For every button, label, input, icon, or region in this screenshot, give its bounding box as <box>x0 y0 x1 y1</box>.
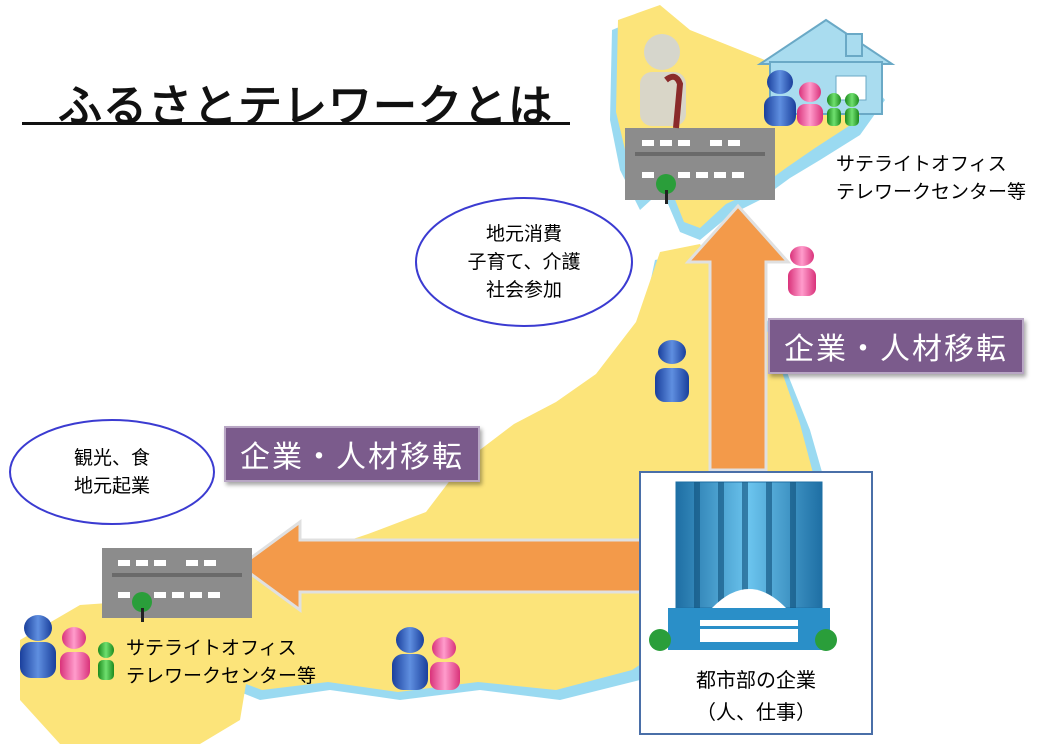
ellipse-west-line: 観光、食 <box>73 447 150 469</box>
family-north-icon <box>764 70 859 126</box>
satellite-west-line2: テレワークセンター等 <box>126 665 317 687</box>
urban-company-frame <box>639 471 873 735</box>
migrant-blue-icon <box>655 340 689 402</box>
title-underline <box>22 122 570 125</box>
ellipse-north-shape <box>415 197 633 327</box>
ellipse-west-line: 地元起業 <box>73 475 150 497</box>
migrant-pink-icon <box>788 246 816 296</box>
relocation-badge-west: 企業・人材移転 <box>224 426 480 482</box>
satellite-west-line1: サテライトオフィス <box>126 637 297 659</box>
satellite-office-north-label: サテライトオフィス テレワークセンター等 <box>836 150 1026 206</box>
relocation-arrows <box>237 203 792 613</box>
satellite-north-line2: テレワークセンター等 <box>836 181 1027 203</box>
satellite-north-line1: サテライトオフィス <box>836 153 1007 175</box>
urban-company-line2: （人、仕事） <box>696 700 816 724</box>
family-west-icon <box>20 615 114 680</box>
urban-company-label: 都市部の企業 （人、仕事） <box>640 664 872 728</box>
ellipse-north-line: 地元消費 <box>485 223 562 245</box>
satellite-office-north-building <box>625 128 775 204</box>
relocation-badge-north: 企業・人材移転 <box>768 318 1024 374</box>
arrow-west <box>237 519 657 613</box>
satellite-office-west-label: サテライトオフィス テレワークセンター等 <box>126 634 316 690</box>
satellite-office-west-building <box>102 548 252 622</box>
urban-company-line1: 都市部の企業 <box>696 668 816 692</box>
ellipse-north-line: 子育て、介護 <box>467 251 581 273</box>
elderly-person-icon <box>640 34 686 129</box>
couple-icon <box>392 627 460 690</box>
hq-building-icon <box>649 481 837 651</box>
ellipse-north-line: 社会参加 <box>485 279 562 301</box>
arrow-north <box>684 203 792 472</box>
ellipse-north-text: 地元消費 子育て、介護 社会参加 <box>436 220 612 304</box>
ellipse-west-text: 観光、食 地元起業 <box>30 444 194 500</box>
ellipse-west-shape <box>9 419 215 525</box>
